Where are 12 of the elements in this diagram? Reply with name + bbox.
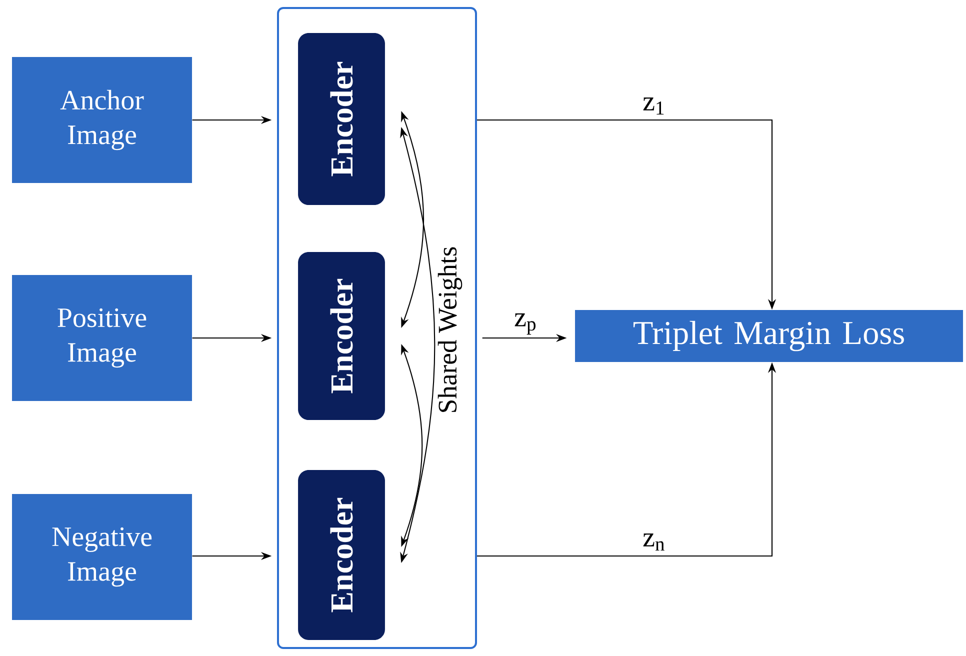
- edge-label: z$_{1}$: [643, 98, 664, 114]
- edge-label: z$_{p}$: [514, 313, 536, 335]
- encoder-box: Encoder: [298, 33, 385, 205]
- input-box: Anchor Image: [12, 57, 192, 183]
- input-box: Negative Image: [12, 494, 192, 620]
- edge-label: z$_{n}$: [643, 534, 664, 550]
- side-label: Shared Weights: [438, 247, 462, 412]
- group-frame: [277, 7, 477, 649]
- loss-box: Triplet Margin Loss: [575, 310, 964, 362]
- encoder-box: Encoder: [298, 252, 385, 420]
- encoder-box: Encoder: [298, 470, 385, 640]
- input-box: Positive Image: [12, 275, 192, 401]
